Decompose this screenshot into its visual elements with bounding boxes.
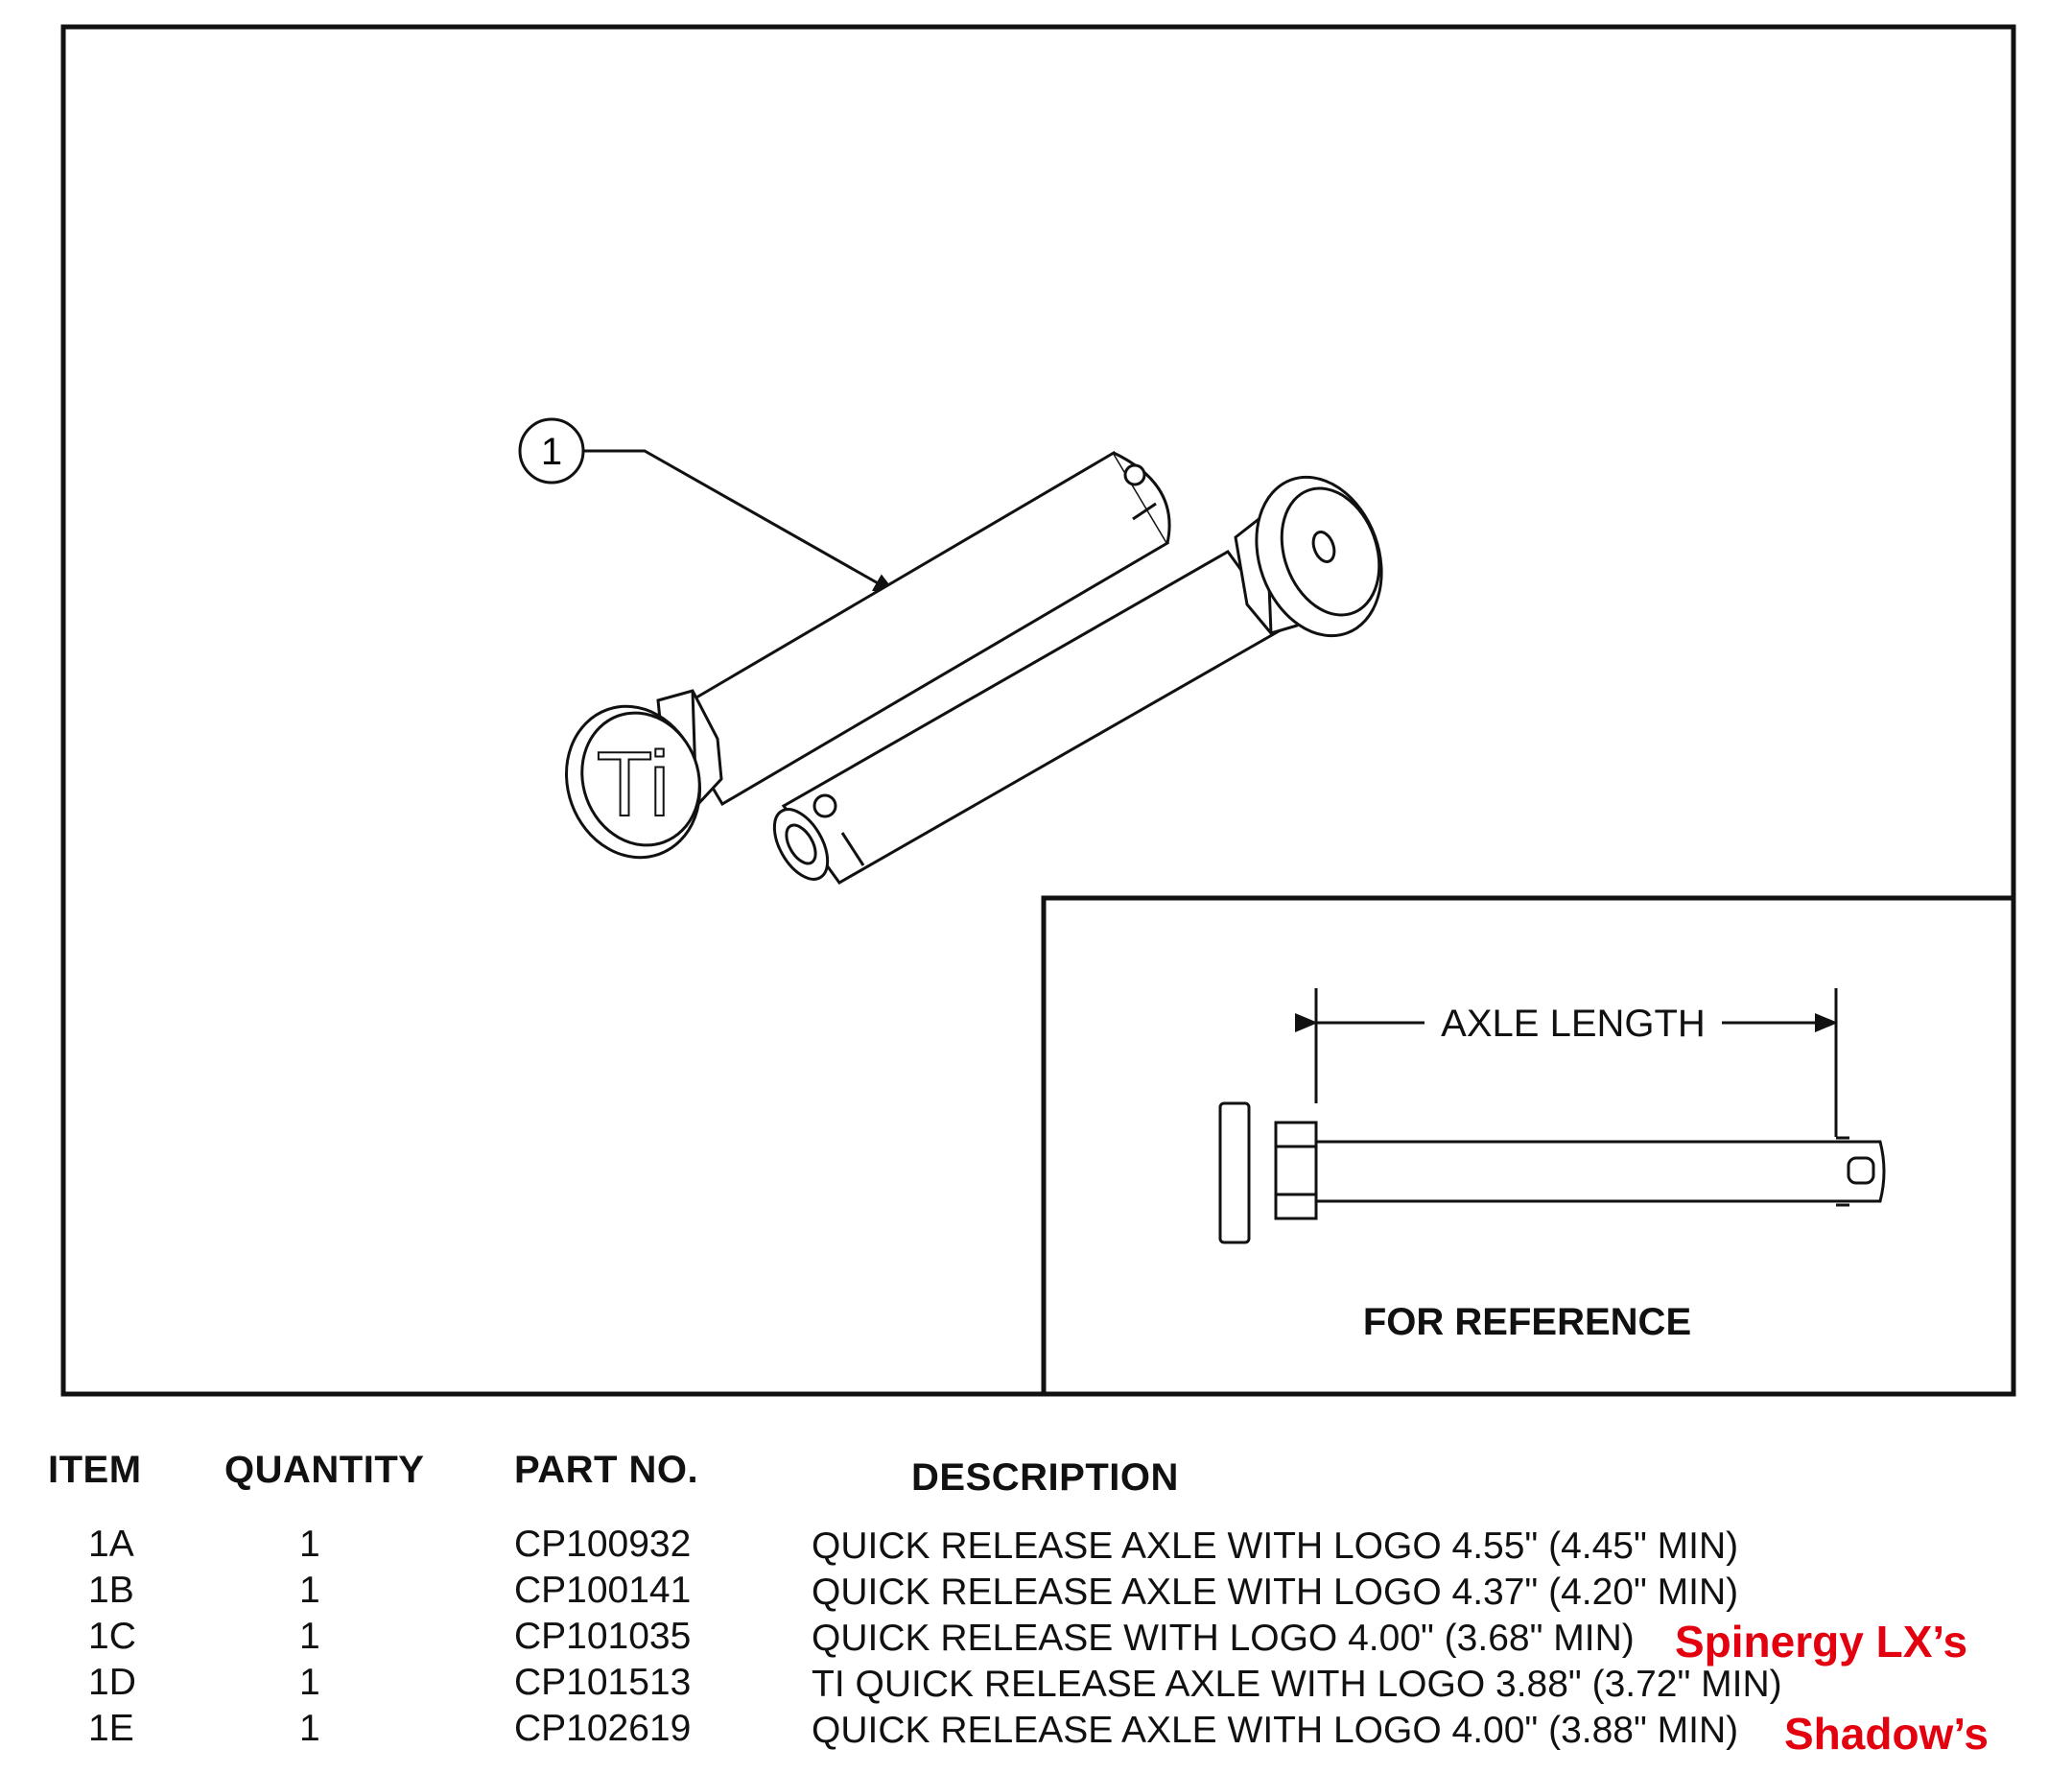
row-1c-quantity: 1 bbox=[299, 1616, 320, 1657]
row-1a-quantity: 1 bbox=[299, 1524, 320, 1565]
header-description: DESCRIPTION bbox=[911, 1456, 1179, 1499]
reference-axle bbox=[1218, 1101, 1886, 1244]
row-1c-part-no: CP101035 bbox=[514, 1616, 692, 1657]
row-1d-part-no: CP101513 bbox=[514, 1662, 692, 1703]
logo-text: Ti bbox=[597, 733, 670, 836]
row-1b-item: 1B bbox=[88, 1570, 134, 1611]
axle-length-dimension: AXLE LENGTH bbox=[1295, 988, 1838, 1137]
reference-inset-box bbox=[1041, 895, 2016, 1397]
header-quantity: QUANTITY bbox=[224, 1449, 425, 1491]
callout-leader-line bbox=[583, 449, 897, 595]
axle-tip-pin bbox=[1123, 463, 1146, 486]
header-part-no: PART NO. bbox=[514, 1449, 699, 1491]
row-1b-part-no: CP100141 bbox=[514, 1570, 692, 1611]
row-1e-description: QUICK RELEASE AXLE WITH LOGO 4.00" (3.88… bbox=[812, 1710, 1739, 1751]
row-1d-description: TI QUICK RELEASE AXLE WITH LOGO 3.88" (3… bbox=[812, 1664, 1782, 1705]
axle-ti-logo: Ti bbox=[564, 450, 1171, 860]
reference-axle-cap bbox=[1218, 1101, 1251, 1244]
row-1b-description: QUICK RELEASE AXLE WITH LOGO 4.37" (4.20… bbox=[812, 1572, 1739, 1613]
row-1a-part-no: CP100932 bbox=[514, 1524, 692, 1565]
row-1e-part-no: CP102619 bbox=[514, 1708, 692, 1749]
diagram-frame bbox=[60, 24, 2016, 1397]
row-1d-quantity: 1 bbox=[299, 1662, 320, 1703]
row-1c-note: Spinergy LX’s bbox=[1675, 1617, 1968, 1667]
row-1e-item: 1E bbox=[88, 1708, 134, 1749]
reference-caption: FOR REFERENCE bbox=[1363, 1301, 1691, 1343]
row-1c-description: QUICK RELEASE WITH LOGO 4.00" (3.68" MIN… bbox=[812, 1618, 1635, 1659]
axle-end-pin bbox=[812, 793, 837, 818]
header-item: ITEM bbox=[48, 1449, 142, 1491]
axle-length-label: AXLE LENGTH bbox=[1441, 1003, 1706, 1045]
row-1d-item: 1D bbox=[88, 1662, 136, 1703]
row-1a-item: 1A bbox=[88, 1524, 134, 1565]
row-1e-note: Shadow’s bbox=[1784, 1709, 1989, 1759]
callout-1: 1 bbox=[518, 417, 897, 595]
row-1c-item: 1C bbox=[88, 1616, 136, 1657]
row-1e-quantity: 1 bbox=[299, 1708, 320, 1749]
row-1b-quantity: 1 bbox=[299, 1570, 320, 1611]
reference-axle-shaft bbox=[1314, 1140, 1874, 1203]
callout-number: 1 bbox=[541, 431, 562, 473]
row-1a-description: QUICK RELEASE AXLE WITH LOGO 4.55" (4.45… bbox=[812, 1525, 1739, 1567]
axle-knob bbox=[772, 475, 1383, 885]
